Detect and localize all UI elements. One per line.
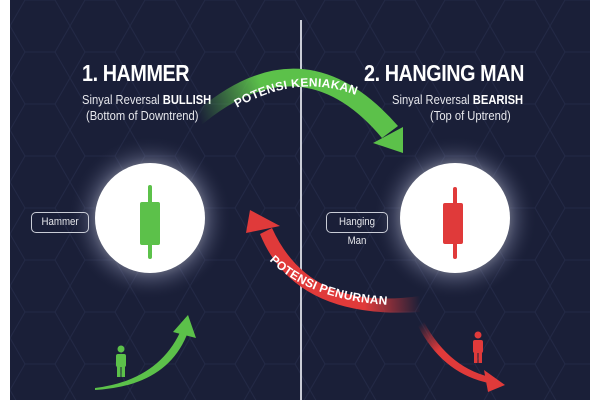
hammer-subtitle-prefix: Sinyal Reversal [82, 92, 163, 107]
hammer-title: 1. HAMMER [82, 60, 190, 86]
hanging-man-subtitle-prefix: Sinyal Reversal [392, 92, 473, 107]
hanging-man-candle-circle [400, 163, 510, 273]
hanging-man-label: Hanging Man [326, 212, 388, 247]
hammer-candle-circle [95, 163, 205, 273]
hanging-man-signal-bearish: BEARISH [472, 92, 524, 107]
bullish-potential-arrow: POTENSI KENIAKAN [198, 68, 403, 153]
hanging-man-title: 2. HANGING MAN [364, 60, 524, 86]
hammer-label: Hammer [31, 212, 89, 233]
arrows-layer: POTENSI KENIAKAN POTENSI PENURNAN [95, 68, 505, 392]
person-green-icon [116, 345, 126, 377]
hanging-man-context: (Top of Uptrend) [430, 108, 511, 123]
downtrend-arrow-icon [418, 322, 505, 392]
uptrend-arrow-icon [95, 315, 196, 390]
center-divider [300, 20, 302, 400]
hammer-context: (Bottom of Downtrend) [86, 108, 199, 123]
green-candlestick-icon [140, 185, 160, 259]
infographic-panel: 1. HAMMER Sinyal Reversal BULLISH (Botto… [10, 0, 590, 400]
bearish-potential-arrow: POTENSI PENURNAN [246, 210, 420, 313]
hammer-signal-bullish: BULLISH [162, 92, 212, 107]
red-candlestick-icon [443, 187, 463, 259]
hanging-man-subtitle: Sinyal Reversal BEARISH [392, 92, 523, 107]
person-red-icon [473, 331, 483, 363]
hammer-subtitle: Sinyal Reversal BULLISH [82, 92, 211, 107]
